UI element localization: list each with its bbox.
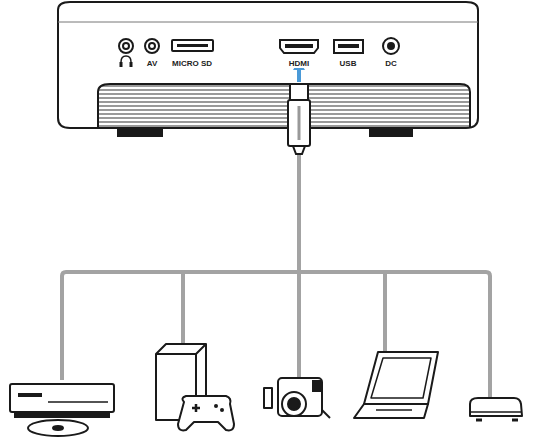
hdmi-plug [288,60,310,154]
port-label: MICRO SD [172,60,212,68]
cable-branches [62,152,490,398]
port-label: USB [340,60,357,68]
port-label: AV [147,60,158,68]
projector [58,2,478,136]
port-label: DC [385,60,397,68]
port-label: HDMI [288,60,310,68]
devices [10,344,522,436]
